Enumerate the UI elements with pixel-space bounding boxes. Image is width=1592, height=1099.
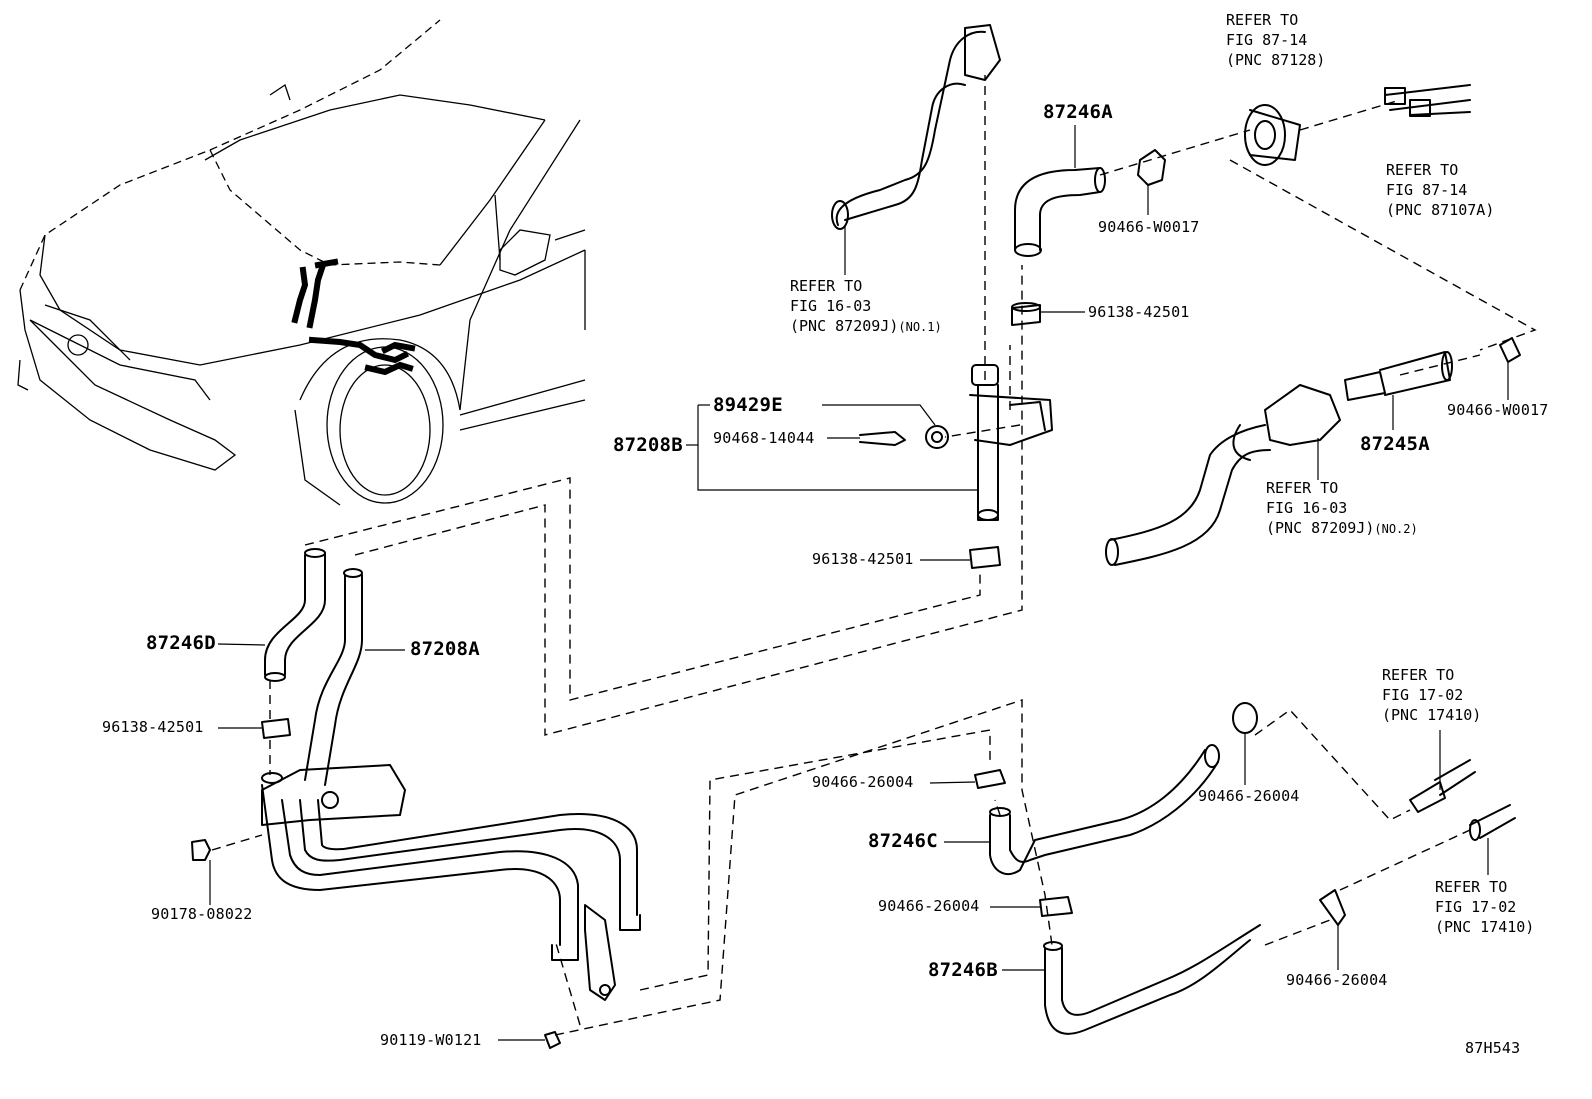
part-label-90466-26004-right-upper[interactable]: 90466-26004 [1198,787,1300,805]
part-label-90119-w0121[interactable]: 90119-W0121 [380,1031,482,1049]
refer-pnc: (PNC 87209J) [790,317,899,335]
hose-87246c [974,702,1258,875]
hose-87246b [1043,889,1346,1035]
part-label-90466-26004-upper[interactable]: 90466-26004 [812,773,914,791]
refer-note-17410-a[interactable]: REFER TO FIG 17-02 (PNC 17410) [1382,665,1481,725]
part-label-96138-42501-mid[interactable]: 96138-42501 [812,550,914,568]
connection-dashed-lines [211,75,1537,1036]
upper-heater-hose-ref-no1 [831,24,1001,230]
diagram-code: 87H543 [1465,1039,1521,1057]
part-label-90466-w0017-right[interactable]: 90466-W0017 [1447,401,1549,419]
refer-line-3: (PNC 87209J)(NO.2) [1266,518,1418,539]
refer-line-1: REFER TO [1382,666,1455,684]
part-label-87246d[interactable]: 87246D [146,632,216,654]
tube-87208b [859,364,1053,521]
refer-note-87209j-no1[interactable]: REFER TO FIG 16-03 (PNC 87209J)(NO.1) [790,276,942,337]
leader-lines [209,125,1509,1041]
refer-note-87107a[interactable]: REFER TO FIG 87-14 (PNC 87107A) [1386,160,1494,220]
pipes-ref-87107a [1384,84,1471,117]
tube-87245a [1344,337,1521,401]
refer-line-2: FIG 17-02 [1435,898,1517,916]
part-label-90466-26004-mid[interactable]: 90466-26004 [878,897,980,915]
refer-line-2: FIG 87-14 [1386,181,1468,199]
refer-line-2: FIG 16-03 [790,297,872,315]
heater-hose-ref-no2 [1105,384,1341,566]
clip-90466-26004-mid [1039,896,1073,917]
clamp-96138-left [261,718,291,739]
hose-87246a [1014,149,1166,257]
part-label-90178-08022[interactable]: 90178-08022 [151,905,253,923]
part-label-90468-14044[interactable]: 90468-14044 [713,429,815,447]
part-label-89429e[interactable]: 89429E [713,394,783,416]
part-label-90466-w0017-top[interactable]: 90466-W0017 [1098,218,1200,236]
refer-line-3: (PNC 87107A) [1386,201,1495,219]
part-label-90466-26004-right-lower[interactable]: 90466-26004 [1286,971,1388,989]
refer-line-3: (PNC 17410) [1435,918,1535,936]
refer-line-1: REFER TO [790,277,863,295]
part-label-87208a[interactable]: 87208A [410,638,480,660]
refer-line-3: (PNC 87128) [1226,51,1326,69]
part-label-87246b[interactable]: 87246B [928,959,998,981]
refer-line-3: (PNC 87209J)(NO.1) [790,316,942,337]
refer-line-2: FIG 87-14 [1226,31,1308,49]
hose-87246d [264,548,326,682]
refer-line-2: FIG 16-03 [1266,499,1348,517]
nut-90178-08022 [191,839,211,861]
refer-line-3: (PNC 17410) [1382,706,1482,724]
refer-note-17410-b[interactable]: REFER TO FIG 17-02 (PNC 17410) [1435,877,1534,937]
clamp-96138-top [1011,302,1041,326]
part-label-96138-42501-left[interactable]: 96138-42501 [102,718,204,736]
part-label-87246c[interactable]: 87246C [868,830,938,852]
vehicle-illustration [17,19,586,506]
refer-line-1: REFER TO [1435,878,1508,896]
part-label-96138-42501-top[interactable]: 96138-42501 [1088,303,1190,321]
refer-pnc: (PNC 87209J) [1266,519,1375,537]
pipe-assembly-87208a [261,568,641,1001]
refer-line-1: REFER TO [1266,479,1339,497]
refer-note-87209j-no2[interactable]: REFER TO FIG 16-03 (PNC 87209J)(NO.2) [1266,478,1418,539]
refer-note-87128[interactable]: REFER TO FIG 87-14 (PNC 87128) [1226,10,1325,70]
refer-note-no: (NO.2) [1374,522,1418,536]
pipes-ref-17410 [1409,759,1516,841]
part-label-87245a[interactable]: 87245A [1360,433,1430,455]
grommet-ref-87128 [1244,104,1301,166]
refer-line-1: REFER TO [1386,161,1459,179]
clamp-96138-middle [969,546,1001,569]
refer-line-1: REFER TO [1226,11,1299,29]
bolt-90119-w0121 [544,1031,561,1049]
refer-note-no: (NO.1) [898,320,942,334]
part-label-87246a[interactable]: 87246A [1043,101,1113,123]
refer-line-2: FIG 17-02 [1382,686,1464,704]
part-label-87208b[interactable]: 87208B [613,434,683,456]
